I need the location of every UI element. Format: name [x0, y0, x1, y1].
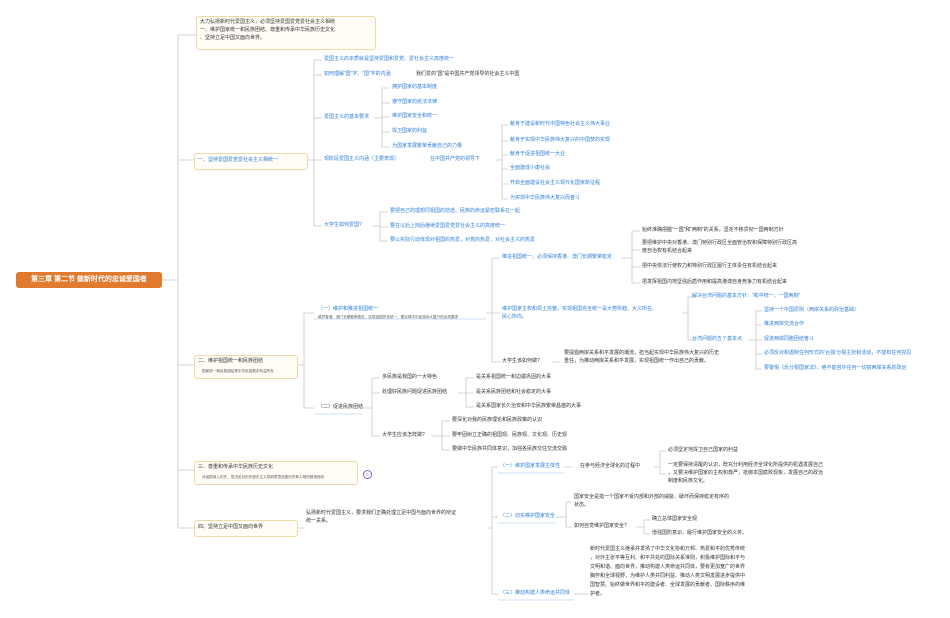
s2-hk-item[interactable]: 要把维护中央对香港、澳门特别行政区全面管治权和保障特别行政区高: [642, 240, 798, 246]
s2-ethnic-item[interactable]: 是关系民族团结和社会稳定的大事: [476, 389, 552, 395]
s2-hk-item[interactable]: 度自治权有机结合起来: [642, 248, 693, 254]
section-2-title: 二、维护祖国统一和民族团结: [198, 358, 264, 364]
s4-subject-mid[interactable]: 在参与经济全球化的过程中: [580, 463, 641, 469]
s4-desc-line-1[interactable]: 弘扬新时代爱国主义，要求我们正确处理立足中国与面向世界的辩证: [306, 510, 457, 516]
s2-student-line-1[interactable]: 要提倡两岸关系和平发展的潮流，担当起实现中华民族伟大复兴的历史: [564, 350, 720, 356]
s1-now-label[interactable]: 现阶段爱国主义内涵（主要表现）: [324, 156, 400, 162]
section-3-node[interactable]: [194, 461, 358, 485]
s2-hk-item[interactable]: 始终准确把握“一国”和“两制”的关系，坚定不移贯彻一国两制方针: [642, 227, 784, 233]
section-2-node[interactable]: [194, 355, 298, 379]
s4-security-desc-2[interactable]: 状态。: [574, 502, 590, 508]
s4-security-desc-1[interactable]: 国家安全是指一个国家不受内部和外部的威胁、破坏而保持稳定有序的: [574, 494, 730, 500]
s2-ethnic-item[interactable]: 是关系祖国统一和边疆巩固的大事: [476, 374, 552, 380]
s1-req-label[interactable]: 爱国主义的基本要求: [324, 114, 370, 120]
s2-taiwan-line-1[interactable]: 维护国家主权和领土完整，实现祖国完全统一是大势所趋、大义所在、: [502, 306, 658, 312]
section-4-title: 四、坚持立足中国又面向世界: [198, 524, 264, 530]
s4-subject-title[interactable]: （一）维护国家发展主体性: [500, 463, 561, 469]
s1-student-item[interactable]: 要把自己的理想同祖国的前途、民族的命运紧密联系在一起: [390, 208, 521, 214]
root-node[interactable]: 第三章 第二节 做新时代的忠诚爱国者: [16, 272, 162, 288]
s1-req-item[interactable]: 遵守国家的宪法法律: [392, 99, 438, 105]
s4-community-line[interactable]: 文明和谐。面向世界，推动构建人类命运共同体，要有更加宽广的世界: [590, 564, 746, 570]
s2-ethnic-feature[interactable]: 多民族是我国的一大特色: [382, 374, 438, 380]
s2-ethnic-item[interactable]: 是关系国家长久治安和中华民族繁荣昌盛的大事: [476, 403, 582, 409]
intro-line-2: 一、维护国家统一和民族团结、尊重和传承中华民族历史文化: [200, 27, 336, 33]
s1-understand-answer[interactable]: 我们爱的“国”是中国共产党领导的社会主义中国: [416, 71, 520, 77]
s2-taiwan-point[interactable]: 必须反对和遏制任何形式的‘台独’分裂主张和活动，不能有任何容忍: [764, 350, 912, 356]
s4-security-item[interactable]: 增强国防意识，履行维护国家安全的义务。: [652, 530, 748, 536]
s1-student-item[interactable]: 要以实际行动体现对祖国的热爱，对党的热爱，对社会主义的热爱: [390, 237, 536, 243]
collapse-badge-icon[interactable]: C: [363, 470, 372, 479]
s2-taiwan-point[interactable]: 要警惕《反分裂国家法》，绝不能容许任何一切搞两岸关系的政治: [764, 365, 907, 371]
section-3-title: 三、尊重和传承中华民族历史文化: [198, 464, 274, 470]
s4-security-question[interactable]: 如何自觉维护国家安全?: [574, 523, 627, 529]
s2-ethnic-student-item[interactable]: 要做中华民族共同体意识，加强各民族交往交流交融: [452, 446, 568, 452]
s1-student-item[interactable]: 要在以后上岗后继续爱国爱党爱社会主义的高度统一: [390, 223, 506, 229]
s1-req-item[interactable]: 为国家发展繁荣贡献自己的力量: [392, 143, 463, 149]
s4-community-line[interactable]: 国智慧。始终做世界和平的建设者、全球发展的贡献者、国际秩序的维: [590, 582, 746, 588]
s1-req-item[interactable]: 维护国家安全和统一: [392, 113, 438, 119]
s4-security-title[interactable]: （二）切实维护国家安全: [500, 513, 556, 519]
intro-line-3: 、坚持立足中国又面向世界。: [200, 35, 266, 41]
s1-essence[interactable]: 爱国主义的本质就是坚持爱国和爱党、爱社会主义高度统一: [324, 56, 455, 62]
s2-student-line-2[interactable]: 重任，为推动两岸关系和平发展，实现祖国统一作出自己的贡献。: [564, 358, 710, 364]
s4-security-item[interactable]: 确立总体国家安全观: [652, 516, 698, 522]
section-1-title: 一、坚持爱国爱党爱社会主义相统一: [198, 157, 279, 163]
s4-community-title[interactable]: （三）推动构建人类命运共同体: [500, 590, 571, 596]
s2-unify-title[interactable]: （一）维护和推进祖国统一: [318, 306, 379, 312]
s1-now-item[interactable]: 献身于实现中华民族伟大复兴的中国梦的实现: [510, 137, 611, 143]
s2-hk-item[interactable]: 把中央依法行使权力和特别行政区履行主体责任有机结合起来: [642, 263, 778, 269]
s4-community-line[interactable]: 胸怀和全球视野，为维护人类共同利益、推动人类文明发展进步提供中: [590, 573, 746, 579]
s2-ethnic-student-label[interactable]: 大学生应该怎样做?: [382, 432, 425, 438]
s2-ethnic-title[interactable]: （二）促进民族团结: [318, 404, 364, 410]
s2-taiwan-line-2[interactable]: 民心所向。: [502, 314, 528, 320]
s2-taiwan-point[interactable]: 坚持一个中国原则（两岸关系的政治基础）: [764, 307, 860, 313]
s1-now-mid[interactable]: 在中国共产党的领导下: [430, 156, 481, 162]
s2-taiwan-policy[interactable]: 解决台湾问题的基本方针：“和平统一，一国两制”: [692, 293, 801, 299]
s2-taiwan-point[interactable]: 推进两岸交流合作: [764, 321, 805, 327]
s1-now-item[interactable]: 全面建成小康社会: [510, 165, 551, 171]
s4-subject-item[interactable]: ，又要决维护国家的主权和尊严，抵御本国腐败现象，发展自己的政治: [668, 470, 824, 476]
s1-now-item[interactable]: 献身于建设新时代中国特色社会主义伟大事业: [510, 121, 611, 127]
s4-subject-item[interactable]: 一定要保持清醒的认识，既充分利用经济全球化所提供的机遇发展自己: [668, 462, 824, 468]
s1-student-label[interactable]: 大学生如何爱国?: [324, 222, 362, 228]
s2-ethnic-student-item[interactable]: 要深化对我的民族理论和民族政策的认识: [452, 417, 543, 423]
intro-node[interactable]: [196, 16, 376, 50]
s4-community-line[interactable]: ，对外主张平等互利、和平共处的国际关系准则，积极维护国际和平与: [590, 555, 746, 561]
s2-taiwan-points-label[interactable]: 台湾问题的五个基本点: [692, 336, 743, 342]
s1-now-item[interactable]: 为实现中华民族伟大复兴而奋斗: [510, 195, 581, 201]
s2-ethnic-student-item[interactable]: 要牢固树立正确的祖国观、民族观、文化观、历史观: [452, 432, 568, 438]
s4-subject-item[interactable]: 制度和民族文化。: [668, 478, 709, 484]
s2-hk-label[interactable]: 推进祖国统一，必须保持香港、澳门长期繁荣稳定: [502, 254, 613, 260]
s4-community-line[interactable]: 新时代爱国主义继承并发扬了中华文化协和万邦、热爱和平的优秀传统: [590, 546, 746, 552]
section-4-node[interactable]: [194, 520, 298, 537]
s2-ethnic-handle[interactable]: 处理好民族问题促进民族团结: [382, 389, 448, 395]
intro-line-1: 大力弘扬新时代爱国主义，必须坚持爱国爱党爱社会主义相统: [200, 19, 336, 25]
s2-hk-item[interactable]: 把发挥祖国内地坚强后盾作用和提高港澳自身竞争力有机结合起来: [642, 279, 788, 285]
s1-now-item[interactable]: 献身于促进祖国统一大业: [510, 151, 566, 157]
s4-subject-item[interactable]: 必须坚定地捍卫自己国家的利益: [668, 447, 739, 453]
s1-now-item[interactable]: 开启全面建设社会主义现代化国家新征程: [510, 180, 601, 186]
section-3-subtitle: 对祖国深入历史，坚决反对历史虚无主义抵制恶意诋毁历史和人物的错误倾向: [202, 475, 325, 479]
s2-student-label[interactable]: 大学生该如何做?: [502, 358, 540, 364]
section-2-subtitle: 国家统一和民族团结是中华民族根本利益所在: [202, 369, 274, 373]
s2-taiwan-point[interactable]: 促进两岸同胞团结奋斗: [764, 336, 815, 342]
section-1-node[interactable]: [194, 153, 308, 170]
s2-unify-subtitle: 维护香港、澳门长期繁荣稳定、实现祖国完全统一，是实现中华民族伟大复兴的必然要求: [318, 315, 459, 319]
s4-community-line[interactable]: 护者。: [590, 591, 606, 597]
s1-understand-label[interactable]: 如何理解“国”字、“国”字的内涵: [324, 71, 391, 77]
s1-req-item[interactable]: 拥护国家的基本制度: [392, 84, 438, 90]
s1-req-item[interactable]: 捍卫国家的利益: [392, 128, 428, 134]
s4-desc-line-2[interactable]: 统一关系。: [306, 518, 332, 524]
